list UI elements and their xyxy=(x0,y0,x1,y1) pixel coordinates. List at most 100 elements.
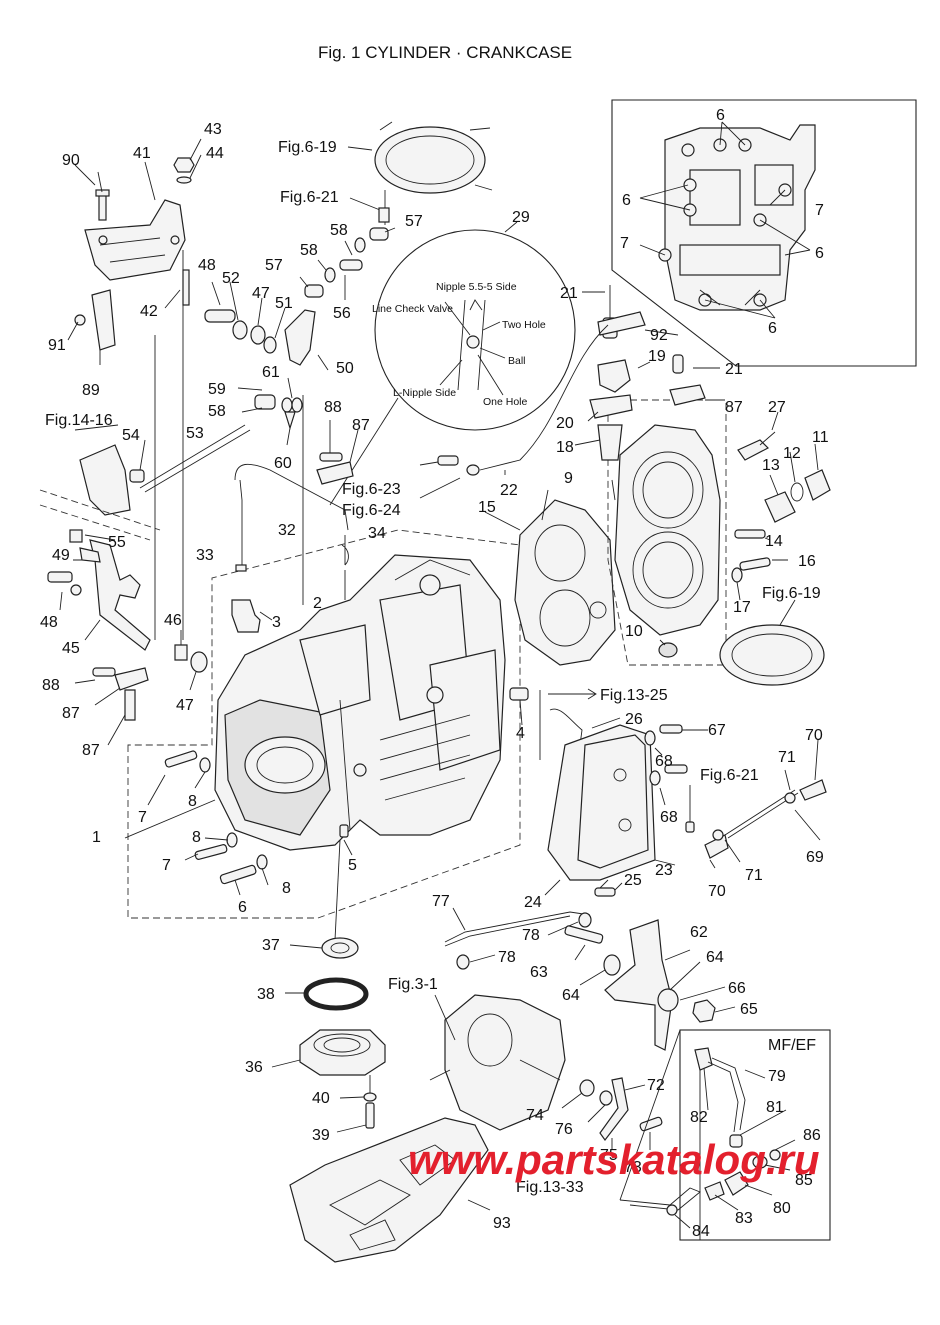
bolt-48 xyxy=(204,309,236,323)
label-14: 14 xyxy=(765,533,783,550)
bolt-39 xyxy=(365,1102,375,1129)
bolt-67 xyxy=(659,724,683,734)
label-79: 79 xyxy=(768,1068,786,1085)
label-67: 67 xyxy=(708,722,726,739)
label-52: 52 xyxy=(222,270,240,287)
screw-91 xyxy=(74,314,86,326)
fitting-4 xyxy=(509,687,529,701)
housing-36 xyxy=(299,1029,386,1076)
label-80: 80 xyxy=(773,1200,791,1217)
label-58: 58 xyxy=(208,403,226,420)
label-6: 6 xyxy=(238,899,247,916)
label-61: 61 xyxy=(262,364,280,381)
label-56: 56 xyxy=(333,305,351,322)
fig-ref-3-1: Fig.3-1 xyxy=(388,976,438,993)
thermostat-18 xyxy=(597,424,623,461)
label-78: 78 xyxy=(498,949,516,966)
gasket-93 xyxy=(289,1117,489,1263)
label-6: 6 xyxy=(768,320,777,337)
label-37: 37 xyxy=(262,937,280,954)
label-6: 6 xyxy=(622,192,631,209)
label-78: 78 xyxy=(522,927,540,944)
label-63: 63 xyxy=(530,964,548,981)
label-71: 71 xyxy=(745,867,763,884)
label-60: 60 xyxy=(274,455,292,472)
nut-43 xyxy=(173,157,195,173)
one-hole-label: One Hole xyxy=(483,396,528,408)
bushing-64b xyxy=(657,988,679,1012)
bolt-6 xyxy=(219,864,257,885)
crankcase-group-frame xyxy=(127,529,521,919)
label-8: 8 xyxy=(192,829,201,846)
label-29: 29 xyxy=(512,209,530,226)
stud-42 xyxy=(182,269,190,306)
clip-81 xyxy=(729,1134,743,1148)
head-gasket-15 xyxy=(514,499,616,666)
label-73: 73 xyxy=(624,1159,642,1176)
label-1: 1 xyxy=(92,829,101,846)
check-valve-tube xyxy=(457,299,486,391)
fitting-55 xyxy=(69,529,83,543)
link-end-70b xyxy=(799,779,827,801)
bolt-7a xyxy=(164,750,198,768)
plate-87d xyxy=(669,384,706,406)
label-68: 68 xyxy=(655,753,673,770)
fitting-82 xyxy=(694,1047,713,1071)
label-62: 62 xyxy=(690,924,708,941)
label-48: 48 xyxy=(198,257,216,274)
label-51: 51 xyxy=(275,295,293,312)
fig-ref-6-21: Fig.6-21 xyxy=(280,189,339,206)
bolt-48b xyxy=(47,571,73,583)
inset-frame xyxy=(611,99,917,367)
label-87: 87 xyxy=(62,705,80,722)
clip-60 xyxy=(284,411,296,431)
hose-79 xyxy=(707,1057,746,1133)
label-90: 90 xyxy=(62,152,80,169)
anode-13 xyxy=(764,491,796,523)
oil-seal-37 xyxy=(321,937,359,959)
label-21: 21 xyxy=(560,285,578,302)
label-4: 4 xyxy=(516,725,525,742)
hose-26 xyxy=(549,708,583,746)
head-group-frame xyxy=(607,399,727,666)
label-18: 18 xyxy=(556,439,574,456)
hose-32 xyxy=(234,463,349,531)
label-36: 36 xyxy=(245,1059,263,1076)
label-25: 25 xyxy=(624,872,642,889)
bolt-14 xyxy=(734,529,766,539)
joint-78 xyxy=(456,954,470,970)
bushing-64 xyxy=(603,954,621,976)
fig-ref-13-25: Fig.13-25 xyxy=(600,687,668,704)
pin-5 xyxy=(339,824,349,838)
label-3: 3 xyxy=(272,614,281,631)
label-76: 76 xyxy=(555,1121,573,1138)
pipe-13-33 xyxy=(619,1187,701,1211)
bolt-7b xyxy=(194,844,228,860)
gasket-20 xyxy=(589,394,633,419)
label-6: 6 xyxy=(716,107,725,124)
label-47: 47 xyxy=(176,697,194,714)
fig-ref-6-19: Fig.6-19 xyxy=(762,585,821,602)
label-15: 15 xyxy=(478,499,496,516)
label-20: 20 xyxy=(556,415,574,432)
label-5: 5 xyxy=(348,857,357,874)
figure-title: Fig. 1 CYLINDER · CRANKCASE xyxy=(318,43,572,62)
plate-92 xyxy=(597,311,646,336)
label-33: 33 xyxy=(196,547,214,564)
label-16: 16 xyxy=(798,553,816,570)
washer-40 xyxy=(363,1092,377,1102)
label-88: 88 xyxy=(324,399,342,416)
label-87: 87 xyxy=(82,742,100,759)
lever-45 xyxy=(89,539,151,651)
label-88: 88 xyxy=(42,677,60,694)
label-45: 45 xyxy=(62,640,80,657)
bracket-50 xyxy=(284,309,316,366)
cover-23 xyxy=(577,734,649,869)
label-42: 42 xyxy=(140,303,158,320)
label-58: 58 xyxy=(330,222,348,239)
label-50: 50 xyxy=(336,360,354,377)
label-26: 26 xyxy=(625,711,643,728)
watermark: www.partskatalog.ru xyxy=(408,1136,820,1183)
label-83: 83 xyxy=(735,1210,753,1227)
